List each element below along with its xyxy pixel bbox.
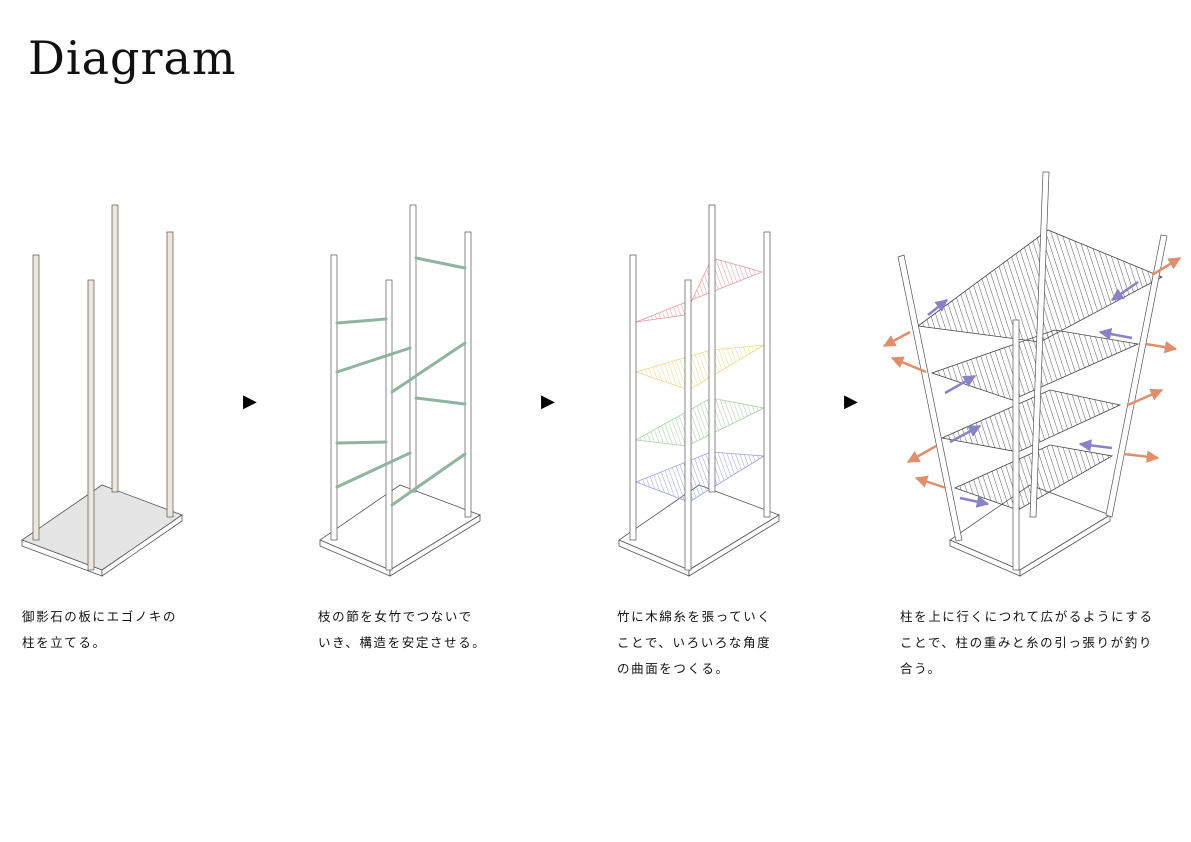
granite-base bbox=[21, 484, 183, 571]
caption-line: ことで、柱の重みと糸の引っ張りが釣り bbox=[900, 635, 1153, 650]
post bbox=[708, 204, 716, 493]
caption-line: 合う。 bbox=[900, 661, 942, 676]
thread-surface-red bbox=[635, 257, 764, 323]
caption-line: の曲面をつくる。 bbox=[617, 661, 730, 676]
caption-step-1: 御影石の板にエゴノキの 柱を立てる。 bbox=[22, 604, 177, 656]
caption-step-4: 柱を上に行くにつれて広がるようにする ことで、柱の重みと糸の引っ張りが釣り 合う… bbox=[900, 604, 1154, 682]
caption-line: 柱を上に行くにつれて広がるようにする bbox=[900, 609, 1154, 624]
caption-line: 御影石の板にエゴノキの bbox=[22, 609, 178, 624]
step-arrow-1: ▶ bbox=[243, 391, 257, 412]
stage-4-splayed bbox=[880, 160, 1182, 590]
stage-2-bamboo bbox=[308, 160, 608, 590]
base-side bbox=[1019, 514, 1111, 577]
granite-base bbox=[618, 484, 780, 571]
stage-1-drawing bbox=[21, 204, 183, 577]
step-arrow-2: ▶ bbox=[541, 391, 555, 412]
caption-line: 枝の節を女竹でつないで bbox=[318, 609, 473, 624]
caption-line: いき、構造を安定させる。 bbox=[318, 635, 487, 650]
post bbox=[684, 279, 692, 571]
post bbox=[1105, 234, 1168, 518]
bamboo-braces bbox=[335, 256, 467, 507]
caption-line: 竹に木綿糸を張っていく bbox=[617, 609, 772, 624]
caption-step-3: 竹に木綿糸を張っていく ことで、いろいろな角度 の曲面をつくる。 bbox=[617, 604, 771, 682]
stage-2-drawing bbox=[319, 204, 481, 577]
post bbox=[330, 254, 338, 541]
stage-4-drawing bbox=[882, 171, 1182, 577]
post bbox=[32, 254, 40, 541]
step-arrow-3: ▶ bbox=[844, 391, 858, 412]
post bbox=[897, 254, 963, 542]
base-side-right bbox=[101, 514, 183, 577]
tension-arrows bbox=[882, 256, 1182, 508]
stage-1-posts bbox=[10, 160, 310, 590]
page-title: Diagram bbox=[28, 31, 237, 85]
post bbox=[464, 231, 472, 518]
post bbox=[629, 254, 637, 541]
base-side bbox=[688, 514, 780, 577]
base-side bbox=[389, 514, 481, 577]
thread-surface-blue bbox=[634, 451, 766, 503]
post bbox=[166, 231, 174, 518]
stage-3-drawing bbox=[618, 204, 780, 577]
stage-3-threads bbox=[607, 160, 907, 590]
post bbox=[763, 231, 771, 518]
post bbox=[1029, 171, 1050, 518]
thread-surface-yellow bbox=[634, 344, 765, 391]
post bbox=[385, 279, 393, 571]
post bbox=[111, 204, 119, 493]
thread-surface-green bbox=[634, 397, 766, 447]
caption-line: ことで、いろいろな角度 bbox=[617, 635, 772, 650]
post bbox=[87, 279, 95, 571]
post bbox=[1012, 319, 1020, 571]
caption-line: 柱を立てる。 bbox=[22, 635, 107, 650]
thread-surface-3 bbox=[940, 389, 1122, 453]
caption-step-2: 枝の節を女竹でつないで いき、構造を安定させる。 bbox=[318, 604, 486, 656]
